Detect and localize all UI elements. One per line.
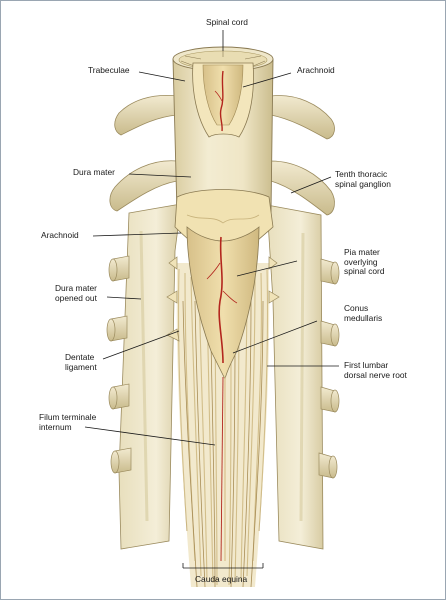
arachnoid-upper bbox=[192, 62, 254, 138]
conus-medullaris bbox=[186, 226, 260, 381]
label-dura-mater: Dura mater bbox=[73, 167, 115, 177]
label-trabeculae: Trabeculae bbox=[88, 65, 130, 75]
label-arachnoid-mid: Arachnoid bbox=[41, 230, 79, 240]
label-spinal-cord: Spinal cord bbox=[206, 17, 248, 27]
cauda-equina-strands bbox=[182, 300, 264, 588]
nerve-root-stubs bbox=[106, 255, 340, 479]
filum-terminale bbox=[220, 376, 226, 562]
label-arachnoid-top: Arachnoid bbox=[297, 65, 335, 75]
leader-lines bbox=[84, 30, 339, 569]
dura-mater-opened-out bbox=[118, 203, 324, 550]
label-cauda-equina: Cauda equina bbox=[195, 574, 248, 584]
